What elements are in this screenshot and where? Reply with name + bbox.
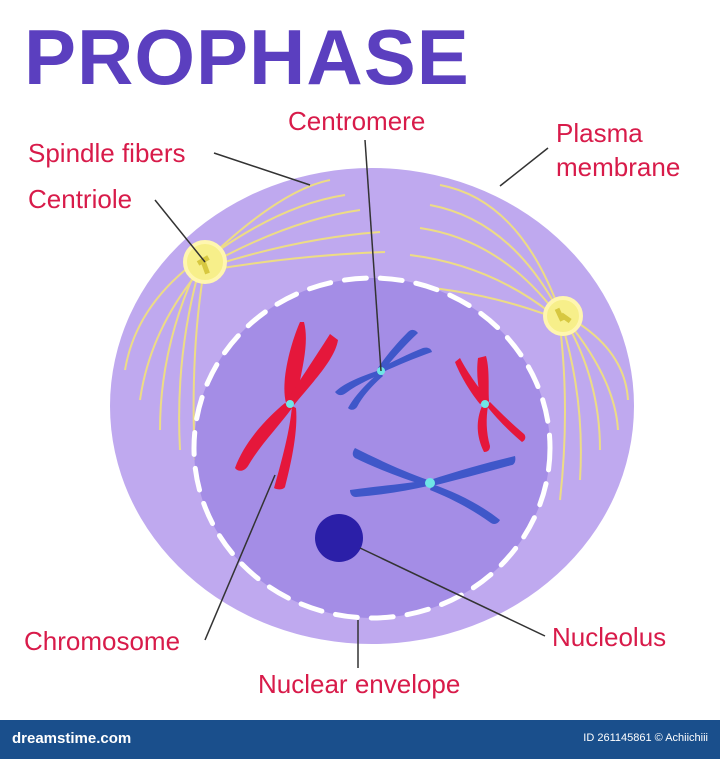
leader-lines <box>154 139 549 668</box>
label-spindle-fibers: Spindle fibers <box>28 138 186 168</box>
leader-nucleolus <box>359 547 546 637</box>
leader-centriole <box>154 199 206 263</box>
label-plasma-membrane-line2: membrane <box>556 152 681 182</box>
page-title: PROPHASE <box>24 13 470 101</box>
leader-chromosome <box>204 474 276 641</box>
centromere-red-right <box>481 400 489 408</box>
label-nucleolus: Nucleolus <box>552 622 667 652</box>
label-plasma-membrane-line1: Plasma <box>556 118 643 148</box>
label-nuclear-envelope: Nuclear envelope <box>258 669 461 699</box>
footer-logo[interactable]: dreamstime.com <box>12 730 132 747</box>
leader-centromere <box>364 139 382 372</box>
centromere-blue-large <box>425 478 435 488</box>
chromosome-red-left <box>235 322 338 490</box>
nuclear-envelope-outline <box>191 275 553 621</box>
chromosome-red-right <box>455 356 526 452</box>
chromosome-blue-top <box>335 329 432 410</box>
prophase-diagram <box>110 139 634 668</box>
leader-spindle-fibers <box>213 152 311 186</box>
footer-image-id: ID 261145861 © Achiichiii <box>583 732 708 744</box>
label-centromere: Centromere <box>288 106 426 136</box>
centriole-right <box>543 296 583 336</box>
spindle-fibers-right <box>399 184 629 501</box>
label-centriole: Centriole <box>28 184 133 214</box>
leader-plasma-membrane <box>499 147 549 187</box>
label-chromosome: Chromosome <box>24 626 181 656</box>
centromere-red-left <box>286 400 294 408</box>
chromosome-blue-large <box>350 448 516 524</box>
nucleolus-body <box>315 514 363 562</box>
footer-bar: dreamstime.com ID 261145861 © Achiichiii <box>0 720 720 759</box>
